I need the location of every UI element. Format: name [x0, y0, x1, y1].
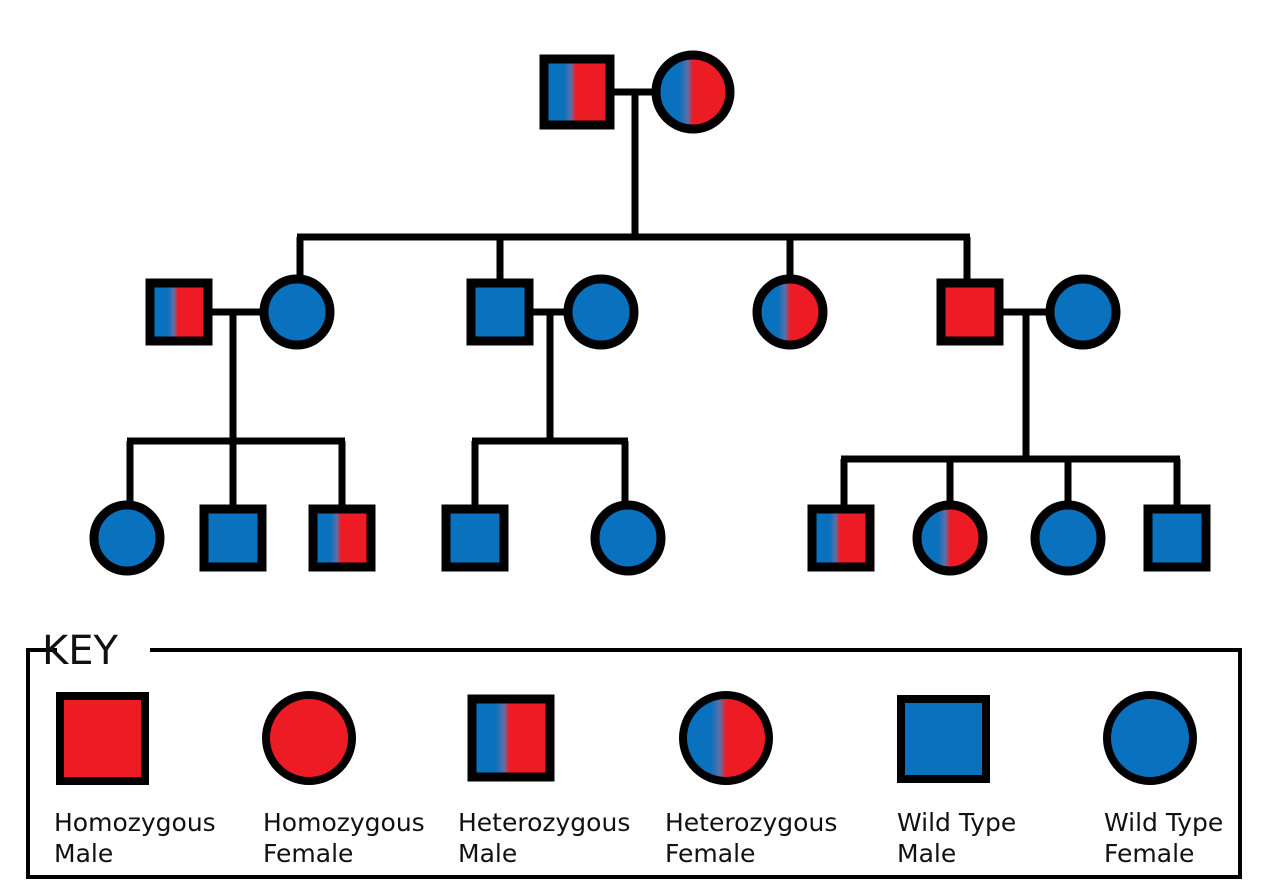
symbol-square-wild-type-male[interactable] — [1143, 504, 1211, 572]
symbol-circle-wild-type-female[interactable] — [563, 274, 639, 350]
individual-I-1[interactable] — [539, 54, 615, 130]
legend-label-line2: Male — [54, 839, 113, 868]
symbol-circle-heterozygous-female[interactable] — [912, 500, 988, 576]
legend-label-line2: Female — [263, 839, 353, 868]
symbol-circle-wild-type-female[interactable] — [89, 500, 165, 576]
individual-III-9[interactable] — [1143, 504, 1211, 572]
individual-II-2[interactable] — [259, 274, 335, 350]
legend-symbol-circle-heterozygous — [679, 691, 773, 785]
individual-III-8[interactable] — [1030, 500, 1106, 576]
individual-I-2[interactable] — [651, 50, 735, 134]
individual-II-1[interactable] — [145, 278, 213, 346]
individual-III-1[interactable] — [89, 500, 165, 576]
legend-symbol-square-homozygous — [56, 692, 149, 785]
individual-II-6[interactable] — [936, 278, 1004, 346]
legend-label-line1: Heterozygous — [458, 808, 630, 837]
individual-II-5[interactable] — [752, 274, 828, 350]
individual-III-3[interactable] — [308, 504, 376, 572]
legend-label-line2: Female — [665, 839, 755, 868]
legend-label-line2: Female — [1104, 839, 1194, 868]
symbol-square-wild-type-male[interactable] — [199, 504, 267, 572]
symbol-square-wild-type-male[interactable] — [441, 504, 509, 572]
symbol-square-heterozygous-male[interactable] — [807, 504, 875, 572]
symbol-square-homozygous-male[interactable] — [936, 278, 1004, 346]
symbol-square-heterozygous-male[interactable] — [539, 54, 615, 130]
generation-II — [145, 274, 1121, 350]
legend-label-line1: Wild Type — [897, 808, 1016, 837]
legend-symbol-circle-homozygous — [262, 691, 356, 785]
individual-II-4[interactable] — [563, 274, 639, 350]
legend-symbol-circle-wild-type — [1103, 691, 1197, 785]
legend-item-heterozygous-male: Heterozygous Male — [458, 694, 630, 868]
legend-item-homozygous-female: Homozygous Female — [262, 691, 425, 868]
symbol-circle-wild-type-female[interactable] — [1030, 500, 1106, 576]
legend-label-line2: Male — [458, 839, 517, 868]
symbol-circle-wild-type-female[interactable] — [259, 274, 335, 350]
key-legend: KEY Homozygous Male Homozygous Female He… — [26, 628, 1242, 879]
legend-label-line1: Wild Type — [1104, 808, 1223, 837]
legend-item-heterozygous-female: Heterozygous Female — [665, 691, 837, 868]
individual-II-3[interactable] — [466, 278, 534, 346]
legend-item-homozygous-male: Homozygous Male — [54, 692, 216, 868]
symbol-circle-heterozygous-female[interactable] — [752, 274, 828, 350]
key-border — [26, 648, 1242, 879]
key-title: KEY — [42, 628, 119, 674]
generation-III — [89, 500, 1211, 576]
symbol-circle-wild-type-female[interactable] — [1045, 274, 1121, 350]
legend-label-line1: Heterozygous — [665, 808, 837, 837]
legend-item-wild-type-female: Wild Type Female — [1103, 691, 1223, 868]
generation-I — [539, 50, 735, 134]
legend-label-line1: Homozygous — [263, 808, 425, 837]
symbol-circle-heterozygous-female[interactable] — [651, 50, 735, 134]
individual-II-7[interactable] — [1045, 274, 1121, 350]
legend-item-wild-type-male: Wild Type Male — [897, 695, 1016, 868]
legend-symbol-square-heterozygous — [467, 694, 555, 782]
symbol-square-heterozygous-male[interactable] — [308, 504, 376, 572]
individual-III-2[interactable] — [199, 504, 267, 572]
individual-III-6[interactable] — [807, 504, 875, 572]
symbol-circle-wild-type-female[interactable] — [590, 500, 666, 576]
individual-III-4[interactable] — [441, 504, 509, 572]
individual-III-7[interactable] — [912, 500, 988, 576]
legend-label-line2: Male — [897, 839, 956, 868]
symbol-square-heterozygous-male[interactable] — [145, 278, 213, 346]
legend-label-line1: Homozygous — [54, 808, 216, 837]
symbol-square-wild-type-male[interactable] — [466, 278, 534, 346]
individual-III-5[interactable] — [590, 500, 666, 576]
legend-symbol-square-wild-type — [897, 695, 990, 783]
